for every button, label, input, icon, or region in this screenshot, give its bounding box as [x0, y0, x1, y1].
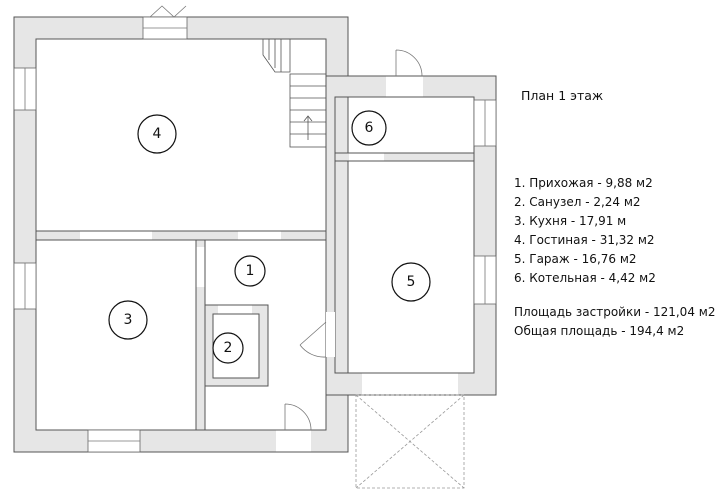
window-top [142, 16, 188, 40]
windows [13, 16, 497, 453]
window-left-lower [13, 262, 37, 310]
legend-item: 4. Гостиная - 31,32 м2 [514, 233, 655, 247]
total-area: Общая площадь - 194,4 м2 [514, 324, 685, 338]
window-left-upper [13, 67, 37, 111]
legend-item: 6. Котельная - 4,42 м2 [514, 271, 656, 285]
room-label-6: 6 [351, 110, 387, 146]
area-summary: Площадь застройки - 121,04 м2 Общая площ… [514, 303, 715, 341]
room-legend: 1. Прихожая - 9,88 м2 2. Санузел - 2,24 … [514, 174, 656, 288]
wall-openings [80, 76, 458, 452]
svg-text:2: 2 [224, 340, 233, 356]
room-label-1: 1 [234, 255, 266, 287]
svg-text:3: 3 [124, 312, 133, 328]
doors [149, 5, 423, 431]
room-label-4: 4 [137, 114, 177, 154]
garage-canopy [355, 394, 465, 489]
svg-text:1: 1 [246, 263, 255, 279]
window-garage-middle [473, 255, 497, 305]
svg-text:6: 6 [365, 120, 374, 136]
interior-walls [35, 152, 475, 431]
svg-text:4: 4 [153, 126, 162, 142]
plan-title: План 1 этаж [521, 88, 604, 103]
window-garage-upper [473, 99, 497, 147]
legend-item: 5. Гараж - 16,76 м2 [514, 252, 637, 266]
svg-text:5: 5 [407, 274, 416, 290]
legend-item: 2. Санузел - 2,24 м2 [514, 195, 641, 209]
legend-item: 1. Прихожая - 9,88 м2 [514, 176, 653, 190]
room-label-2: 2 [212, 332, 244, 364]
built-area: Площадь застройки - 121,04 м2 [514, 305, 716, 319]
stairs [262, 39, 327, 148]
window-bottom [87, 429, 141, 453]
legend-item: 3. Кухня - 17,91 м [514, 214, 627, 228]
garage-walls [325, 75, 497, 396]
room-label-5: 5 [391, 262, 431, 302]
room-label-3: 3 [108, 300, 148, 340]
